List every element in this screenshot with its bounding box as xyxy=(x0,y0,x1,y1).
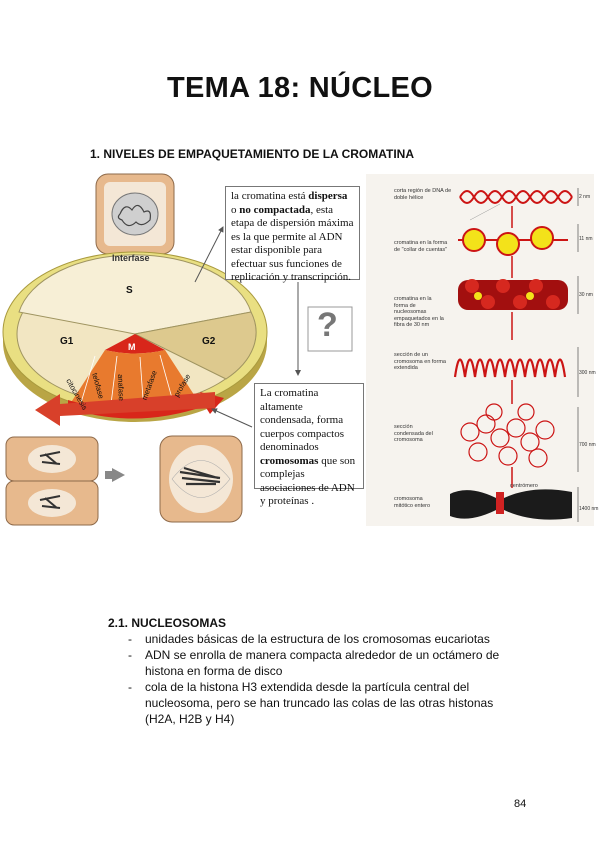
centromere-label: centrómero xyxy=(510,483,538,489)
section-heading-niveles: 1. NIVELES DE EMPAQUETAMIENTO DE LA CROM… xyxy=(90,147,414,161)
chromatin-figure: corta región de DNA de doble hélice crom… xyxy=(0,172,600,532)
size-label: 700 nm xyxy=(579,442,596,448)
note-emphasis: no compactada xyxy=(239,204,310,216)
list-item: unidades básicas de la estructura de los… xyxy=(128,631,518,647)
note-emphasis: dispersa xyxy=(308,190,347,202)
phase-m-label: M xyxy=(128,342,136,352)
nucleosomas-list: unidades básicas de la estructura de los… xyxy=(128,631,518,727)
arrow-left-icon xyxy=(105,468,125,482)
level-label: corta región de DNA de doble hélice xyxy=(394,188,454,201)
level-label: sección de un cromosoma en forma extendi… xyxy=(394,352,448,372)
phase-g1-label: G1 xyxy=(60,336,73,347)
page-title: TEMA 18: NÚCLEO xyxy=(0,72,600,105)
level-label: cromatina en la forma de "collar de cuen… xyxy=(394,240,448,253)
section-heading-nucleosomas: 2.1. NUCLEOSOMAS xyxy=(108,616,226,630)
mitosis-phase-label: anafase xyxy=(116,374,126,401)
size-label: 300 nm xyxy=(579,370,596,376)
interphase-cell-image xyxy=(96,174,174,254)
note-text: o xyxy=(231,204,239,216)
daughter-cells-image xyxy=(6,437,98,525)
list-item: ADN se enrolla de manera compacta alrede… xyxy=(128,647,518,679)
note-emphasis: cromosomas xyxy=(260,455,318,467)
note-text: La cromatina altamente condensada, forma… xyxy=(260,387,344,453)
page-number: 84 xyxy=(514,798,526,810)
level-label: cromatina en la forma de nucleosomas emp… xyxy=(394,296,446,329)
list-item: cola de la histona H3 extendida desde la… xyxy=(128,679,518,727)
level-label: sección condensada del cromosoma xyxy=(394,424,442,444)
note-text: la cromatina está xyxy=(231,190,308,202)
interphase-label: Interfase xyxy=(112,253,150,263)
size-label: 2 nm xyxy=(579,194,590,200)
phase-s-label: S xyxy=(126,285,133,296)
dispersed-chromatin-note: la cromatina está dispersa o no compacta… xyxy=(225,186,360,280)
question-mark: ? xyxy=(317,306,338,345)
size-label: 11 nm xyxy=(579,236,593,242)
mitotic-cell-image xyxy=(160,436,242,522)
size-label: 1400 nm xyxy=(579,506,598,512)
size-label: 30 nm xyxy=(579,292,593,298)
level-label: cromosoma mitótico entero xyxy=(394,496,442,509)
packaging-levels-figure xyxy=(366,174,594,526)
condensed-chromatin-note: La cromatina altamente condensada, forma… xyxy=(254,383,364,489)
phase-g2-label: G2 xyxy=(202,336,215,347)
